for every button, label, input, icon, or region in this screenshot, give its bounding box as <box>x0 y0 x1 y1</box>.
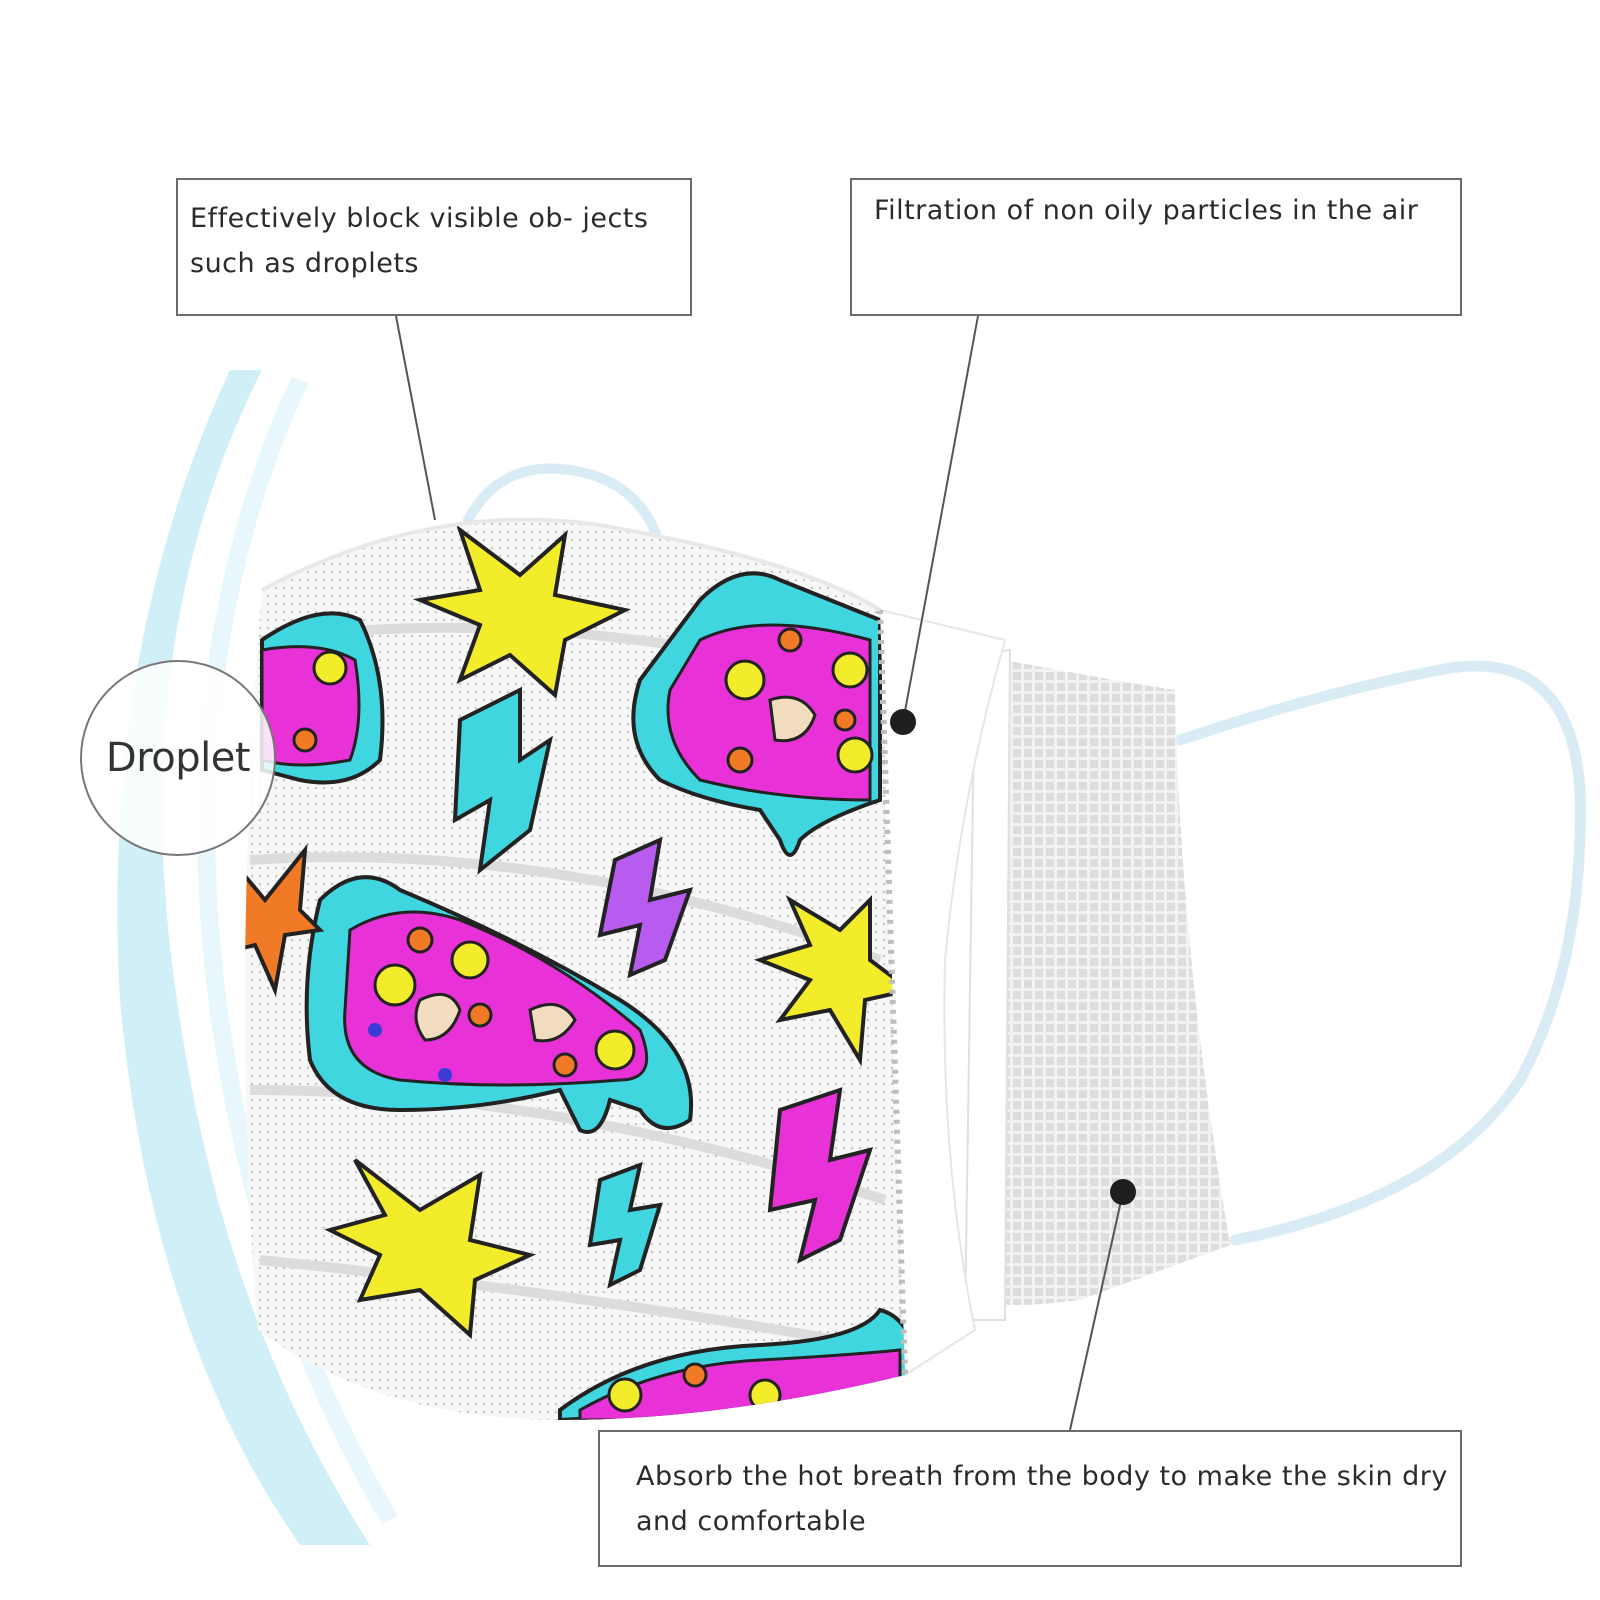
pizza-slice-icon <box>304 875 694 1134</box>
leader-line <box>1069 1191 1124 1431</box>
callout-block-droplets: Effectively block visible ob- jects such… <box>176 178 692 316</box>
star-icon <box>412 524 631 699</box>
droplet-label: Droplet <box>80 660 276 856</box>
marker-dot <box>890 709 916 735</box>
lightning-bolt-icon <box>452 686 554 875</box>
lightning-bolt-icon <box>597 836 694 979</box>
callout-filtration: Filtration of non oily particles in the … <box>850 178 1462 316</box>
marker-dot <box>1110 1179 1136 1205</box>
earloop-right <box>1174 660 1586 1246</box>
lightning-bolt-icon <box>587 1161 663 1289</box>
inner-mesh-layer <box>990 660 1230 1305</box>
pizza-slice-icon <box>260 611 385 785</box>
front-printed-layer <box>244 519 905 1420</box>
face-glow-arc <box>117 370 370 1545</box>
pizza-slice-icon <box>631 571 882 857</box>
leader-line <box>902 315 979 723</box>
leader-line <box>395 315 436 521</box>
star-icon <box>324 1158 537 1340</box>
callout-absorb-breath: Absorb the hot breath from the body to m… <box>598 1430 1462 1567</box>
earloop-top <box>463 463 665 550</box>
star-icon <box>753 895 905 1067</box>
lightning-bolt-icon <box>767 1087 874 1264</box>
